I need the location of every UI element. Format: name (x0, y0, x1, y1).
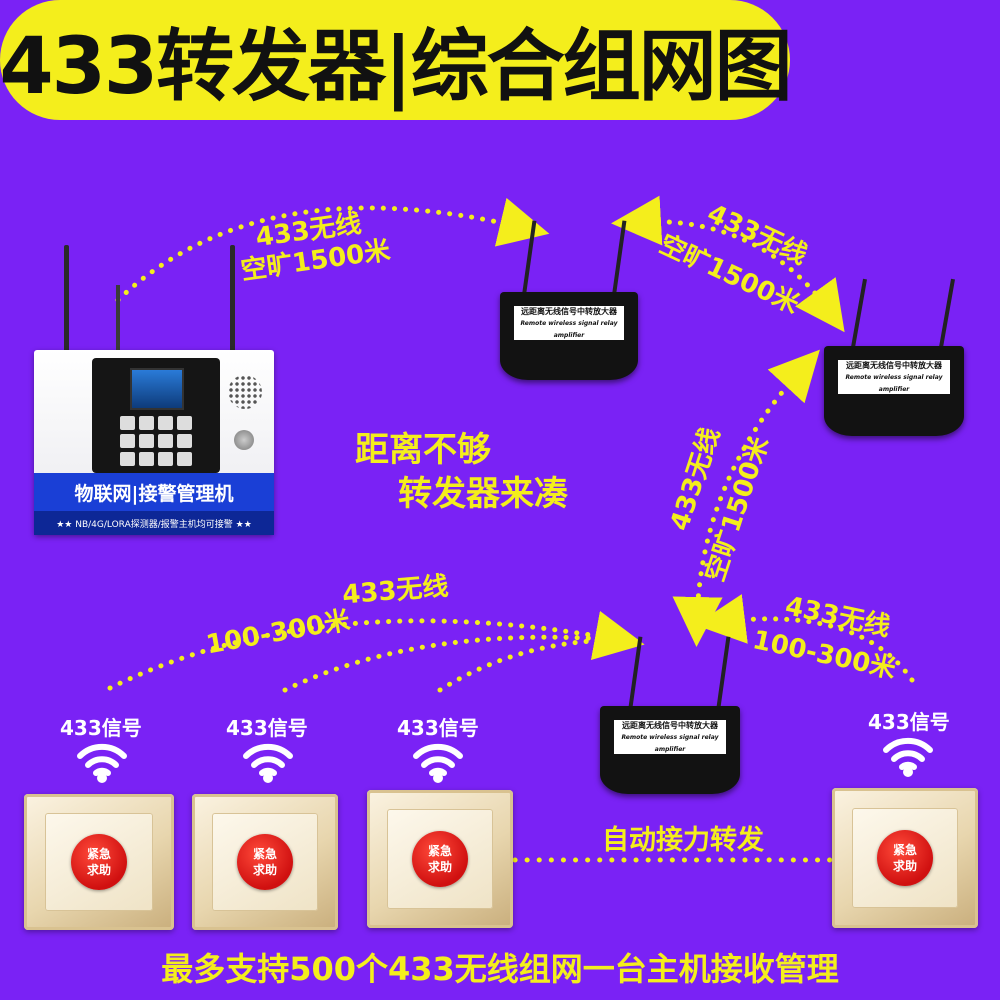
emergency-button[interactable]: 紧急求助 (877, 830, 933, 886)
center-note-line2: 转发器来凑 (398, 474, 568, 514)
emergency-button[interactable]: 紧急求助 (412, 831, 468, 887)
host-subbanner-text: ★★ NB/4G/LORA探测器/报警主机均可接警 ★★ (56, 519, 252, 530)
repeater-label: 远距离无线信号中转放大器 Remote wireless signal rela… (513, 306, 625, 340)
emergency-panel-4: 紧急求助 (832, 788, 978, 928)
emergency-panel-2: 紧急求助 (192, 794, 338, 930)
title-banner: 433转发器|综合组网图 (0, 0, 793, 120)
wifi-icon (883, 737, 933, 770)
wifi-icon (243, 743, 293, 776)
alarm-host-device: 物联网|接警管理机 ★★ NB/4G/LORA探测器/报警主机均可接警 ★★ (34, 245, 274, 535)
wifi-icon-dot (903, 767, 913, 777)
host-subbanner: ★★ NB/4G/LORA探测器/报警主机均可接警 ★★ (34, 511, 274, 535)
antenna-middle (116, 285, 120, 355)
antenna-right (230, 245, 235, 355)
emergency-button[interactable]: 紧急求助 (71, 834, 127, 890)
key-lock (234, 430, 254, 450)
link-relay1-relay2 (611, 195, 845, 333)
link-btn4-relay3 (695, 594, 915, 683)
host-keypad (120, 416, 192, 466)
wifi-icon-dot (263, 773, 273, 783)
wifi-icon (77, 743, 127, 776)
signal-label-2: 433信号 (226, 716, 308, 740)
relay-caption: 自动接力转发 (602, 825, 764, 856)
antenna-left (64, 245, 69, 355)
signal-label-4: 433信号 (868, 710, 950, 734)
repeater-label: 远距离无线信号中转放大器 Remote wireless signal rela… (614, 720, 726, 754)
wifi-icon-dot (97, 773, 107, 783)
repeater-label: 远距离无线信号中转放大器 Remote wireless signal rela… (838, 360, 950, 394)
link-btn1-relay3 (107, 610, 645, 691)
repeater-2: 远距离无线信号中转放大器 Remote wireless signal rela… (824, 278, 964, 438)
host-front-panel (92, 358, 220, 473)
emergency-panel-1: 紧急求助 (24, 794, 174, 930)
host-screen (130, 368, 184, 410)
host-banner: 物联网|接警管理机 (34, 473, 274, 511)
wifi-icon-dot (433, 773, 443, 783)
link-btn3-relay3 (437, 637, 623, 693)
signal-label-1: 433信号 (60, 716, 142, 740)
emergency-button[interactable]: 紧急求助 (237, 834, 293, 890)
page-title: 433转发器|综合组网图 (0, 22, 793, 112)
link-relay2-relay3 (672, 349, 820, 647)
footer-note: 最多支持500个433无线组网一台主机接收管理 (161, 950, 839, 988)
host-banner-text: 物联网|接警管理机 (74, 482, 234, 505)
repeater-3: 远距离无线信号中转放大器 Remote wireless signal rela… (600, 636, 742, 796)
wifi-icon (413, 743, 463, 776)
link-btn2-relay3 (282, 634, 623, 693)
center-note-line1: 距离不够 (355, 430, 491, 470)
speaker-grille (228, 375, 262, 409)
emergency-panel-3: 紧急求助 (367, 790, 513, 928)
repeater-1: 远距离无线信号中转放大器 Remote wireless signal rela… (500, 220, 640, 380)
signal-label-3: 433信号 (397, 716, 479, 740)
